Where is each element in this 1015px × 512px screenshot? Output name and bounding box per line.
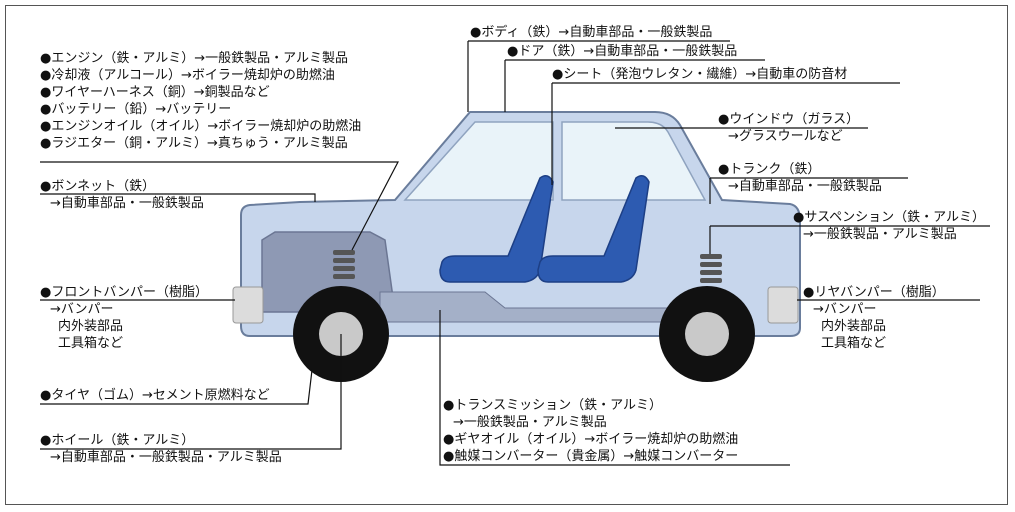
rear-bumper-label-line4: 工具箱など [821,336,887,351]
gear-oil-label: ●ギヤオイル（オイル）→ボイラー焼却炉の助燃油 [443,432,739,447]
seat-label: ●シート（発泡ウレタン・繊維）→自動車の防音材 [552,66,847,83]
tire-label: ●タイヤ（ゴム）→セメント原燃料など [40,387,270,404]
bonnet-label: ●ボンネット（鉄） →自動車部品・一般鉄製品 [40,178,204,212]
rear-window [561,121,707,201]
catalytic-label: ●触媒コンバーター（貴金属）→触媒コンバーター [443,449,739,464]
window-label-line2: →グラスウールなど [728,129,843,144]
radiator-label: ●ラジエター（銅・アルミ）→真ちゅう・アルミ製品 [40,136,348,151]
trunk-label: ●トランク（鉄） →自動車部品・一般鉄製品 [718,161,882,195]
seat-label-line1: ●シート（発泡ウレタン・繊維）→自動車の防音材 [552,67,848,82]
suspension-label-line2: →一般鉄製品・アルミ製品 [803,227,957,242]
bonnet-label-line1: ●ボンネット（鉄） [40,179,156,194]
engine-group-labels: ●エンジン（鉄・アルミ）→一般鉄製品・アルミ製品 ●冷却液（アルコール）→ボイラ… [40,50,361,152]
front-bumper-shape [232,286,264,324]
suspension-label: ●サスペンション（鉄・アルミ） →一般鉄製品・アルミ製品 [793,209,985,243]
transmission-label-line2: →一般鉄製品・アルミ製品 [453,415,607,430]
tire-label-line1: ●タイヤ（ゴム）→セメント原燃料など [40,388,270,403]
engine-label: ●エンジン（鉄・アルミ）→一般鉄製品・アルミ製品 [40,51,348,66]
rear-seat [537,175,650,283]
body-label: ●ボディ（鉄）→自動車部品・一般鉄製品 [470,24,712,41]
rear-bumper-label-line2: →バンパー [813,302,877,317]
window-label: ●ウインドウ（ガラス） →グラスウールなど [718,111,859,145]
transmission-group-labels: ●トランスミッション（鉄・アルミ） →一般鉄製品・アルミ製品 ●ギヤオイル（オイ… [443,397,738,465]
rear-spring [700,254,722,283]
body-label-line1: ●ボディ（鉄）→自動車部品・一般鉄製品 [470,25,713,40]
coolant-label: ●冷却液（アルコール）→ボイラー焼却炉の助燃油 [40,68,335,83]
wheel-label: ●ホイール（鉄・アルミ） →自動車部品・一般鉄製品・アルミ製品 [40,432,282,466]
front-bumper-label-line4: 工具箱など [58,336,124,351]
rear-wheel [659,286,755,382]
door-label-line1: ●ドア（鉄）→自動車部品・一般鉄製品 [507,44,738,59]
front-bumper-label-line1: ●フロントバンパー（樹脂） [40,285,208,300]
leader-lines [40,40,990,466]
wheel-label-line2: →自動車部品・一般鉄製品・アルミ製品 [50,450,282,465]
front-bumper-label-line2: →バンパー [50,302,114,317]
bonnet-label-line2: →自動車部品・一般鉄製品 [50,196,204,211]
trunk-label-line1: ●トランク（鉄） [718,162,821,177]
front-bumper-label-line3: 内外装部品 [58,319,124,334]
suspension-label-line1: ●サスペンション（鉄・アルミ） [793,210,986,225]
front-bumper-label: ●フロントバンパー（樹脂） →バンパー 内外装部品 工具箱など [40,284,208,352]
rear-bumper-label-line3: 内外装部品 [821,319,887,334]
front-seat [439,175,554,283]
engine-oil-label: ●エンジンオイル（オイル）→ボイラー焼却炉の助燃油 [40,119,362,134]
battery-label: ●バッテリー（鉛）→バッテリー [40,102,232,117]
rear-bumper-shape [767,286,799,324]
rear-bumper-label-line1: ●リヤバンパー（樹脂） [803,285,945,300]
wheel-label-line1: ●ホイール（鉄・アルミ） [40,433,195,448]
trunk-label-line2: →自動車部品・一般鉄製品 [728,179,882,194]
wire-harness-label: ●ワイヤーハーネス（銅）→銅製品など [40,85,270,100]
rear-bumper-label: ●リヤバンパー（樹脂） →バンパー 内外装部品 工具箱など [803,284,945,352]
front-window [403,121,554,201]
transmission-label-line1: ●トランスミッション（鉄・アルミ） [443,398,662,413]
window-label-line1: ●ウインドウ（ガラス） [718,112,860,127]
front-spring [333,250,355,279]
door-label: ●ドア（鉄）→自動車部品・一般鉄製品 [507,43,737,60]
